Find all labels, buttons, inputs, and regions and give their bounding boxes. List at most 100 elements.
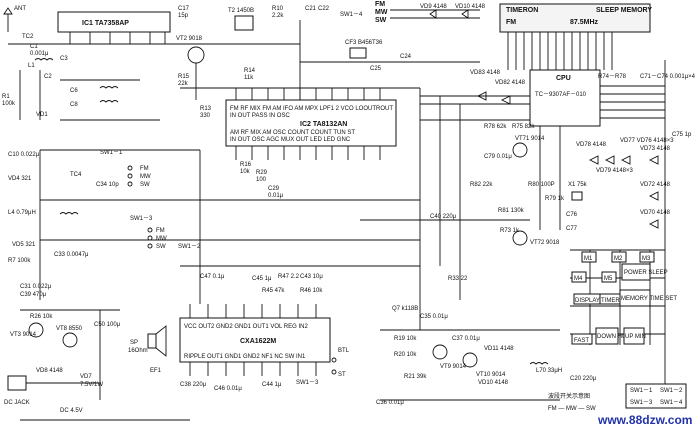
r74-label: R74－R78 (598, 74, 627, 80)
key-m5-label: M5 (604, 276, 613, 282)
sw1-1-switch[interactable]: SW1－1 FM MW SW (100, 150, 151, 188)
vt8-label: VT8 8550 (56, 326, 83, 332)
sw1-3-mw: MW (156, 236, 167, 242)
cpu-block: CPU TC－9307AF－010 (529, 69, 601, 127)
r7-label: R7 100k (8, 258, 31, 264)
r19-label: R19 10k (394, 336, 417, 342)
c35-label: C35 0.01μ (420, 314, 448, 320)
key-m3[interactable]: M3 (639, 251, 655, 263)
r20-label: R20 10k (394, 352, 417, 358)
btl-label: BTL (338, 348, 350, 354)
c37-label: C37 0.01μ (452, 336, 480, 342)
ic2-block: FM RF MIX FM AM IFO AM MPX LPF1 2 VCO LO… (225, 99, 397, 147)
r15-value: 22k (178, 81, 189, 87)
c24-label: C24 (400, 54, 412, 60)
c31-label: C31 0.022μ (20, 284, 52, 290)
key-m3-label: M3 (642, 256, 651, 262)
r1-label: R1 (2, 94, 10, 100)
r82-label: R82 22k (470, 182, 493, 188)
cpu-right-pins (600, 60, 666, 400)
c38-label: C38 220μ (180, 382, 207, 388)
c33-label: C33 0.0047μ (54, 252, 89, 258)
key-down-hour[interactable]: DOWN HOUR (595, 327, 636, 345)
key-memory-timeset[interactable]: MEMORY TIME SET (619, 289, 677, 307)
r79-label: R79 1k (545, 196, 565, 202)
ic2-pins-top2: IN OUT PASS IN OSC (230, 113, 290, 119)
c3-label: C3 (60, 56, 68, 62)
ic2-name: IC2 TA8132AN (300, 121, 347, 128)
key-down-hour-label: DOWN HOUR (597, 334, 636, 340)
key-memory-timeset-label: MEMORY TIME SET (621, 296, 677, 302)
ic2-pins-top: FM RF MIX FM AM IFO AM MPX LPF1 2 VCO LO… (230, 106, 393, 112)
vd5-label: VD5 321 (12, 242, 36, 248)
key-fast-label: FAST (574, 338, 589, 344)
vt2-label: VT2 9018 (176, 36, 203, 42)
r80-label: R80 100P (528, 182, 555, 188)
vt72-label: VT72 9018 (530, 240, 560, 246)
c34-label: C34 10p (96, 182, 119, 188)
r75-label: R75 82k (512, 124, 535, 130)
c77-label: C77 (566, 226, 578, 232)
tc2-label: TC2 (22, 34, 34, 40)
sw1-1-fm: FM (140, 166, 149, 172)
diode-matrix (588, 155, 659, 229)
r14-value: 11k (244, 75, 254, 81)
ic1-block: IC1 TA7358AP (57, 11, 171, 33)
r29-label: R29 (256, 170, 268, 176)
vd4-label: VD4 321 (8, 176, 32, 182)
btl-st-switch[interactable]: BTL ST (331, 348, 350, 378)
key-m2-label: M2 (614, 256, 623, 262)
c44-label: C44 1μ (262, 382, 282, 388)
key-fast[interactable]: FAST (571, 333, 593, 345)
display-fm: FM (506, 19, 516, 26)
key-power-sleep[interactable]: POWER SLEEP (621, 263, 668, 281)
sw1-1-sw: SW (140, 182, 150, 188)
r47-label: R47 2.2 (278, 274, 300, 280)
c49-label: C50 100μ (94, 322, 121, 328)
speaker: SP 16Ohm (128, 325, 167, 357)
c25-label: C25 (370, 66, 382, 72)
key-m5[interactable]: M5 (601, 271, 617, 283)
vd7-label: VD7 (80, 374, 92, 380)
band-mw-top: MW (375, 9, 388, 16)
c40-label: C40 220μ (430, 214, 457, 220)
display-frequency: 87.5MHz (570, 19, 599, 26)
sw1-1-label: SW1－1 (100, 150, 123, 156)
key-m2[interactable]: M2 (611, 251, 627, 263)
dc-jack[interactable]: DC JACK (4, 375, 30, 406)
c29-value: 0.01μ (268, 193, 284, 199)
vd72-label: VD72 4148 (640, 182, 671, 188)
key-m4[interactable]: M4 (571, 271, 587, 283)
sw1-3-switch[interactable]: SW1－3 FM MW SW (130, 216, 167, 250)
c1-label: C1 (30, 44, 38, 50)
switch-legend-label: 波段开关示意图 (548, 392, 590, 400)
sw1-3-label: SW1－3 (130, 216, 153, 222)
c17-value: 15p (178, 13, 189, 19)
key-up-min[interactable]: UP MIN (623, 327, 646, 345)
vd7-spec: 7.5V/1W (80, 382, 103, 388)
vd78-label: VD78 4148 (576, 142, 607, 148)
t2-label: T2 1450B (228, 8, 254, 14)
vd10-label: VD10 4148 (455, 4, 486, 10)
c76-label: C76 (566, 212, 578, 218)
cpu-model: TC－9307AF－010 (535, 92, 587, 98)
key-m1[interactable]: M1 (581, 251, 597, 263)
vd9-label: VD9 4148 (420, 4, 447, 10)
sw1-2-switch[interactable]: SW1－2 (178, 244, 201, 250)
sw1-1-mw: MW (140, 174, 151, 180)
c1-value: 0.001μ (30, 51, 49, 57)
sw1-3-fm: FM (156, 228, 165, 234)
tc4-label: TC4 (70, 172, 82, 178)
key-timer[interactable]: TIMER (599, 293, 621, 305)
vd8-label: VD8 4148 (36, 368, 63, 374)
c39-label: C39 470μ (20, 292, 47, 298)
key-power-sleep-label: POWER SLEEP (624, 270, 668, 276)
ic1-label: IC1 TA7358AP (82, 20, 129, 27)
sw1-4-top-label: SW1－4 (340, 12, 363, 18)
c46-label: C46 0.01μ (214, 386, 242, 392)
band-fm-top: FM (375, 1, 385, 8)
r10-value: 2.2k (272, 13, 284, 19)
c10-label: C10 0.022μ (8, 152, 40, 158)
key-display[interactable]: DISPLAY (573, 293, 601, 305)
ic3-top-pins: VCC OUT2 GND2 GND1 OUT1 VOL REG IN2 (184, 324, 308, 330)
